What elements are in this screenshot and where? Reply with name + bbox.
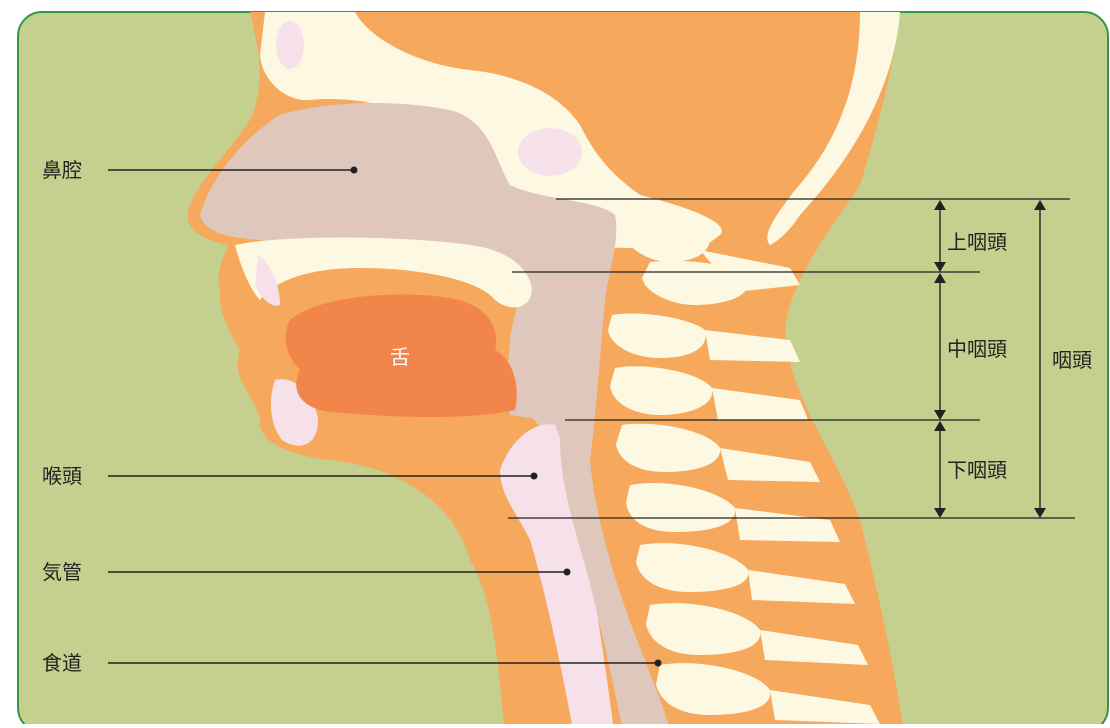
label-esophagus: 食道	[42, 651, 82, 675]
label-nasal-cavity: 鼻腔	[42, 158, 82, 182]
label-pharynx: 咽頭	[1052, 348, 1092, 372]
label-oropharynx: 中咽頭	[947, 337, 1007, 361]
label-larynx: 喉頭	[42, 464, 82, 488]
label-tongue: 舌	[390, 345, 410, 369]
sinus-upper	[276, 21, 304, 69]
label-hypopharynx: 下咽頭	[947, 458, 1007, 482]
label-trachea: 気管	[42, 560, 82, 584]
label-nasopharynx: 上咽頭	[947, 230, 1007, 254]
sinus-sphenoid	[518, 128, 582, 176]
